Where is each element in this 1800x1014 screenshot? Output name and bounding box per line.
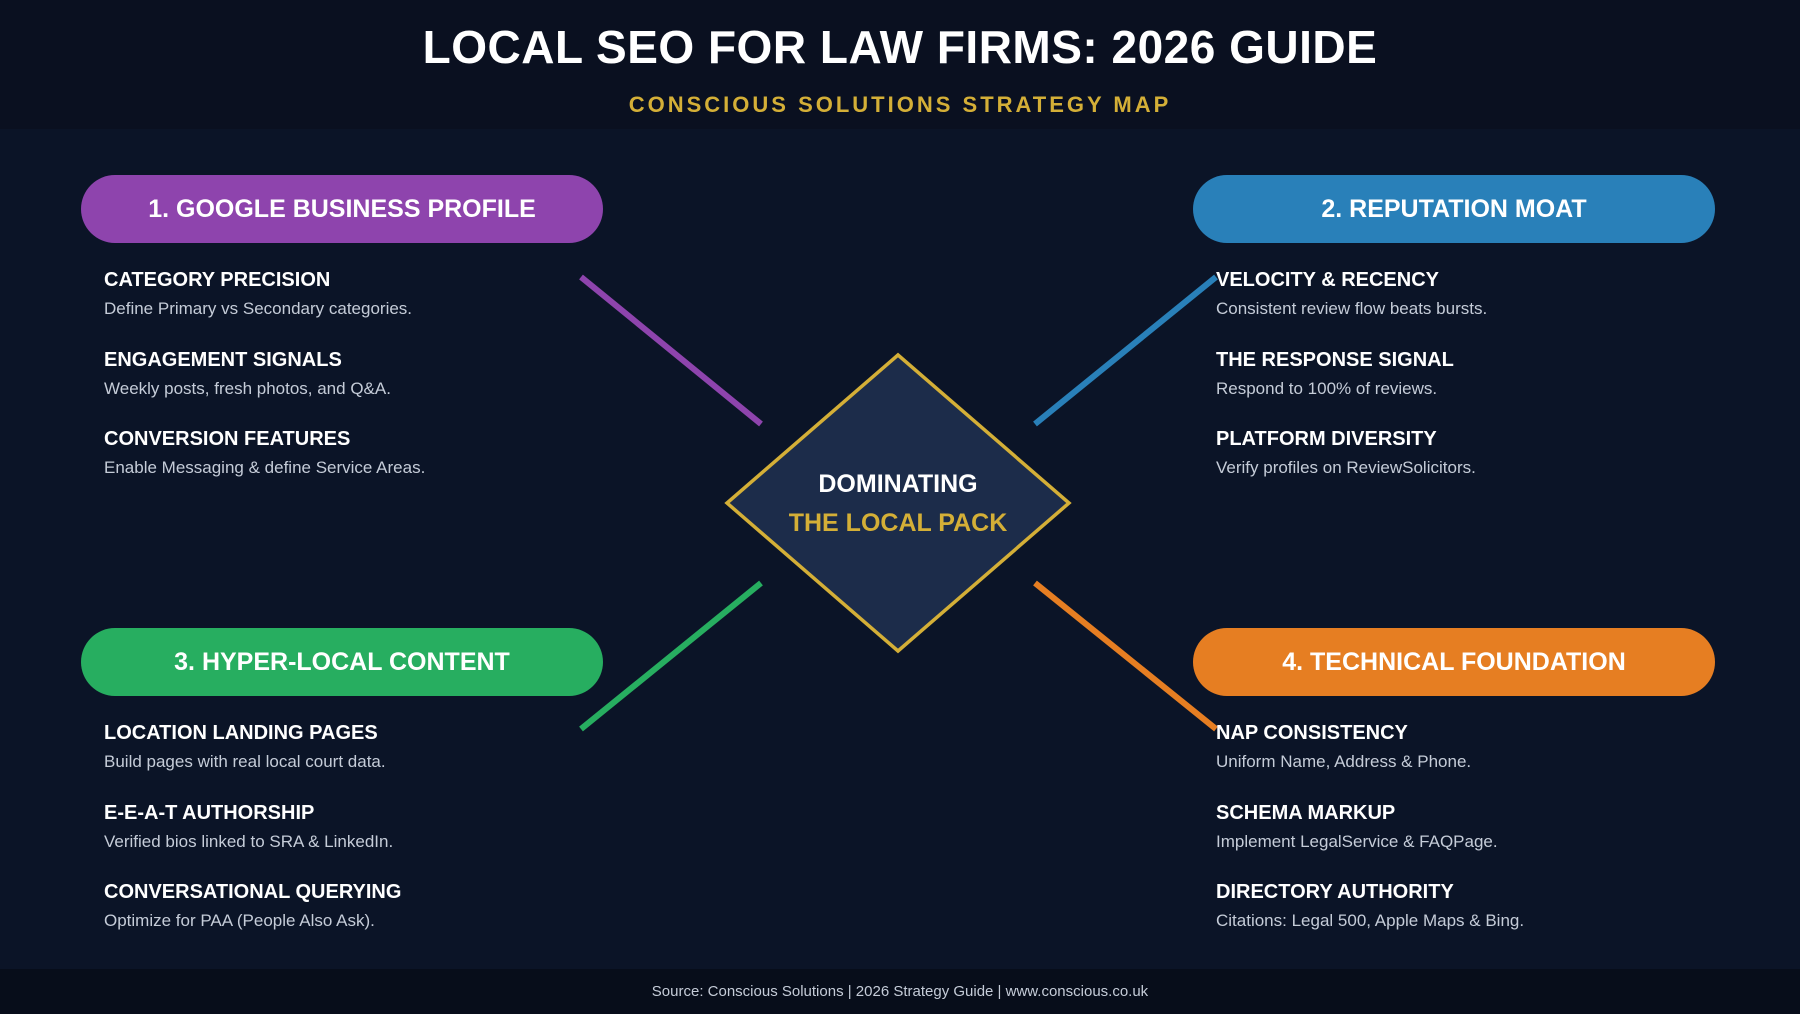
item-title: SCHEMA MARKUP [1216, 801, 1396, 824]
section-items-reputation-moat: VELOCITY & RECENCY Consistent review flo… [1216, 268, 1656, 507]
section-header-reputation-moat: 2. REPUTATION MOAT [1193, 175, 1715, 243]
section-items-technical-foundation: NAP CONSISTENCY Uniform Name, Address & … [1216, 721, 1656, 960]
item-title: LOCATION LANDING PAGES [104, 722, 378, 744]
header: LOCAL SEO FOR LAW FIRMS: 2026 GUIDE CONS… [0, 0, 1800, 129]
section-items-hyper-local-content: LOCATION LANDING PAGES Build pages with … [104, 721, 544, 960]
list-item: CONVERSATIONAL QUERYING Optimize for PAA… [104, 880, 544, 960]
connector-reputation [1033, 274, 1218, 427]
center-title: DOMINATING [818, 470, 978, 498]
section-label: 2. REPUTATION MOAT [1321, 194, 1587, 223]
connector-hyperlocal [579, 580, 763, 732]
item-title: THE RESPONSE SIGNAL [1216, 348, 1454, 371]
section-header-technical-foundation: 4. TECHNICAL FOUNDATION [1193, 628, 1715, 696]
page-title: LOCAL SEO FOR LAW FIRMS: 2026 GUIDE [422, 21, 1378, 73]
item-description: Citations: Legal 500, Apple Maps & Bing. [1216, 911, 1525, 930]
item-title: CONVERSION FEATURES [104, 428, 351, 450]
item-description: Define Primary vs Secondary categories. [104, 299, 413, 318]
list-item: LOCATION LANDING PAGES Build pages with … [104, 721, 544, 801]
list-item: NAP CONSISTENCY Uniform Name, Address & … [1216, 721, 1656, 801]
item-description: Verified bios linked to SRA & LinkedIn. [104, 831, 394, 851]
list-item: PLATFORM DIVERSITY Verify profiles on Re… [1216, 427, 1656, 507]
list-item: THE RESPONSE SIGNAL Respond to 100% of r… [1216, 348, 1656, 428]
item-description: Build pages with real local court data. [104, 752, 386, 771]
item-title: CATEGORY PRECISION [104, 269, 331, 291]
item-title: E-E-A-T AUTHORSHIP [104, 801, 315, 824]
item-description: Verify profiles on ReviewSolicitors. [1216, 458, 1476, 477]
list-item: ENGAGEMENT SIGNALS Weekly posts, fresh p… [104, 348, 544, 428]
item-title: VELOCITY & RECENCY [1216, 269, 1439, 291]
item-title: PLATFORM DIVERSITY [1216, 428, 1437, 450]
list-item: SCHEMA MARKUP Implement LegalService & F… [1216, 801, 1656, 881]
list-item: CATEGORY PRECISION Define Primary vs Sec… [104, 268, 544, 348]
item-description: Optimize for PAA (People Also Ask). [104, 911, 375, 930]
connector-gbp [579, 274, 763, 427]
list-item: CONVERSION FEATURES Enable Messaging & d… [104, 427, 544, 507]
item-description: Consistent review flow beats bursts. [1216, 299, 1488, 318]
item-title: CONVERSATIONAL QUERYING [104, 881, 402, 903]
list-item: E-E-A-T AUTHORSHIP Verified bios linked … [104, 801, 544, 881]
section-header-hyper-local-content: 3. HYPER-LOCAL CONTENT [81, 628, 603, 696]
list-item: DIRECTORY AUTHORITY Citations: Legal 500… [1216, 880, 1656, 960]
item-description: Uniform Name, Address & Phone. [1216, 752, 1472, 771]
center-diamond [724, 352, 1072, 654]
footer: Source: Conscious Solutions | 2026 Strat… [0, 969, 1800, 1014]
item-description: Implement LegalService & FAQPage. [1216, 831, 1498, 851]
list-item: VELOCITY & RECENCY Consistent review flo… [1216, 268, 1656, 348]
center-subtitle: THE LOCAL PACK [788, 509, 1008, 537]
item-title: DIRECTORY AUTHORITY [1216, 881, 1454, 903]
item-description: Enable Messaging & define Service Areas. [104, 458, 426, 477]
item-description: Weekly posts, fresh photos, and Q&A. [104, 378, 391, 398]
section-label: 3. HYPER-LOCAL CONTENT [174, 647, 510, 676]
page-subtitle: CONSCIOUS SOLUTIONS STRATEGY MAP [628, 92, 1172, 117]
item-description: Respond to 100% of reviews. [1216, 378, 1438, 398]
footer-source: Source: Conscious Solutions | 2026 Strat… [651, 983, 1149, 1000]
item-title: ENGAGEMENT SIGNALS [104, 348, 342, 371]
connector-technical [1033, 580, 1218, 732]
section-label: 4. TECHNICAL FOUNDATION [1282, 647, 1626, 676]
section-items-google-business-profile: CATEGORY PRECISION Define Primary vs Sec… [104, 268, 544, 507]
section-label: 1. GOOGLE BUSINESS PROFILE [148, 194, 536, 223]
section-header-google-business-profile: 1. GOOGLE BUSINESS PROFILE [81, 175, 603, 243]
item-title: NAP CONSISTENCY [1216, 722, 1408, 744]
